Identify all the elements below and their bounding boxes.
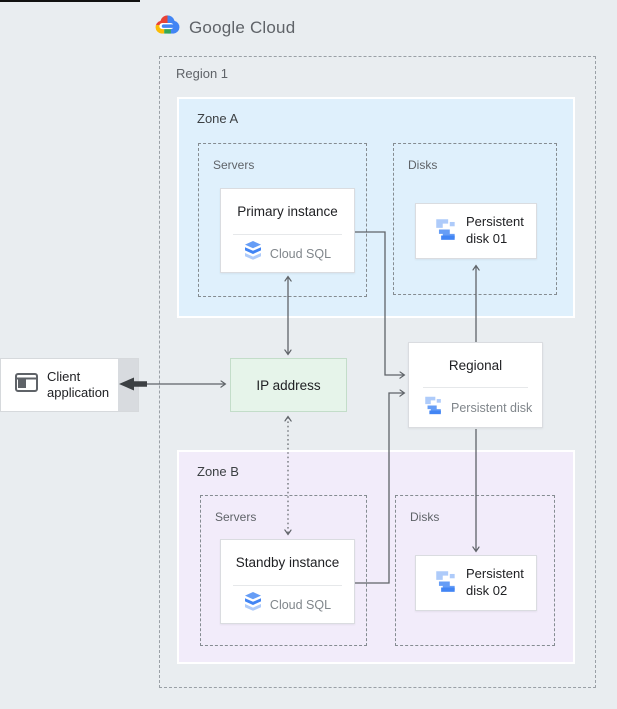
client-application-card: Client application	[0, 358, 139, 412]
persistent-disk-icon	[435, 216, 457, 247]
persistent-disk-02-label: Persistent disk 02	[466, 566, 524, 598]
divider	[423, 387, 528, 388]
persistent-disk-icon	[424, 394, 443, 421]
client-card-edge	[118, 359, 138, 411]
zone-a-servers-group: Servers	[198, 143, 367, 297]
standby-product-label: Cloud SQL	[269, 597, 332, 612]
zone-b-disks-label: Disks	[410, 510, 440, 524]
region-label: Region 1	[176, 66, 229, 81]
top-edge-bar	[0, 0, 140, 2]
zone-a-disks-label: Disks	[408, 158, 438, 172]
regional-disk-card: Regional Persistent disk	[408, 342, 543, 428]
primary-instance-title: Primary instance	[237, 204, 338, 219]
persistent-disk-02-card: Persistent disk 02	[415, 555, 537, 611]
ip-address-node: IP address	[230, 358, 347, 412]
standby-instance-card: Standby instance Cloud SQL	[220, 539, 355, 624]
persistent-disk-icon	[435, 568, 457, 599]
standby-instance-title: Standby instance	[235, 555, 340, 570]
cloud-sql-icon	[244, 592, 262, 617]
regional-product-label: Persistent disk	[451, 400, 533, 415]
persistent-disk-01-label: Persistent disk 01	[466, 214, 524, 246]
regional-title: Regional	[448, 357, 503, 373]
primary-product-label: Cloud SQL	[269, 246, 332, 261]
google-cloud-brand: Google Cloud	[154, 14, 295, 41]
zone-b-servers-label: Servers	[215, 510, 257, 524]
primary-instance-card: Primary instance Cloud SQL	[220, 188, 355, 273]
divider	[233, 234, 342, 235]
zone-b-label: Zone B	[197, 464, 239, 479]
region-container	[159, 56, 596, 688]
client-application-label: Client application	[47, 368, 110, 400]
app-window-icon	[15, 373, 38, 397]
google-cloud-logo-icon	[154, 14, 181, 41]
zone-a-label: Zone A	[197, 111, 239, 126]
brand-text: Google Cloud	[189, 17, 296, 37]
cloud-sql-icon	[244, 241, 262, 266]
zone-a-servers-label: Servers	[213, 158, 255, 172]
persistent-disk-01-card: Persistent disk 01	[415, 203, 537, 259]
zone-a-disks-group: Disks	[393, 143, 557, 295]
divider	[233, 585, 342, 586]
